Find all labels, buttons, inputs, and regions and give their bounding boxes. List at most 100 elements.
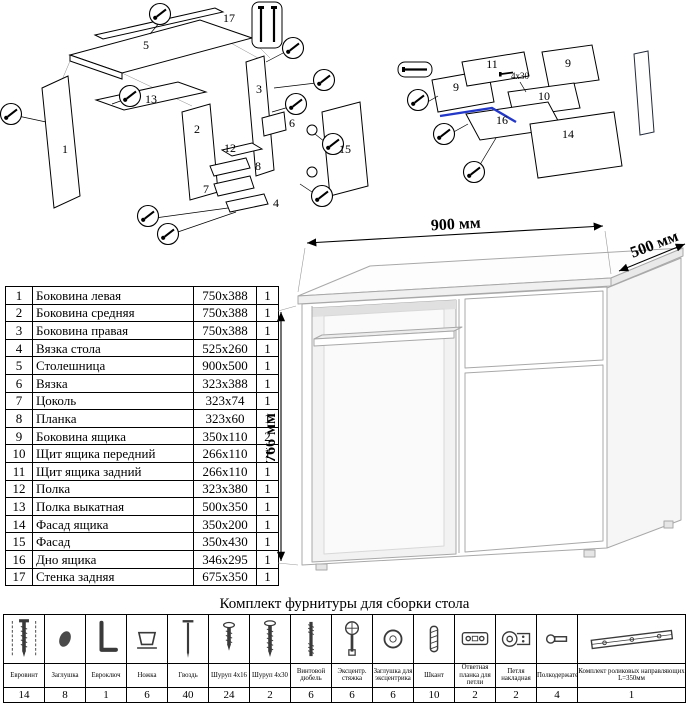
shelf-support-icon	[536, 614, 578, 664]
desk-foot	[315, 563, 328, 571]
desk-right-side	[606, 257, 682, 549]
part-number: 11	[5, 461, 33, 481]
part-number: 4	[5, 338, 33, 358]
drawer-back	[461, 51, 530, 87]
part-label: 4	[273, 196, 279, 210]
part-size: 350x200	[193, 514, 257, 534]
wood-dowel-icon	[413, 614, 455, 664]
height-extension-line	[277, 562, 299, 566]
part-number: 10	[5, 444, 33, 463]
height-dimension-label: 766 мм	[266, 413, 279, 463]
part-number: 6	[5, 373, 33, 393]
desk-body	[297, 247, 684, 571]
hardware-item-name: Заглушка	[44, 663, 86, 688]
part-label: 11	[486, 57, 498, 71]
plug-cap-icon	[44, 614, 86, 664]
panel-middle-side	[181, 103, 219, 201]
nail-icon	[167, 614, 209, 664]
part-name: Фасад	[32, 532, 194, 551]
width-dimension-label: 900 мм	[430, 215, 481, 235]
screw-4x30-icon	[249, 614, 291, 664]
screw-callout-icon	[462, 160, 486, 184]
door-hinge-mark	[306, 124, 318, 136]
part-name: Боковина ящика	[32, 426, 194, 446]
part-label: 5	[143, 38, 149, 52]
hardware-item-name: Эксцентр. стяжка	[331, 663, 373, 688]
part-label: 12	[224, 141, 236, 155]
part-label: 16	[496, 113, 508, 127]
screw-callout-icon	[284, 92, 308, 116]
hardware-item-qty: 6	[331, 686, 373, 703]
hardware-box	[251, 1, 283, 49]
screw-size-note: 4x30	[511, 71, 530, 81]
part-label: 6	[289, 116, 295, 130]
hardware-item-name: Винтовой дюбель	[290, 663, 332, 688]
part-number: 14	[5, 514, 33, 534]
part-name: Планка	[32, 409, 194, 428]
screw-callout-icon	[281, 36, 305, 60]
knee-back-panel	[323, 308, 445, 555]
part-number: 3	[5, 321, 33, 340]
part-size: 900x500	[193, 356, 257, 375]
screw-4x16-icon	[208, 614, 250, 664]
hardware-item-qty: 2	[495, 686, 537, 703]
hex-key-icon	[85, 614, 127, 664]
hardware-item-qty: 24	[208, 686, 250, 703]
hardware-item-qty: 14	[3, 686, 45, 703]
drawer-front	[464, 290, 604, 369]
screw-callout-icon	[310, 184, 334, 208]
part-qty: 1	[256, 567, 279, 587]
desk-foot	[663, 520, 674, 529]
screw-callout-icon	[118, 84, 142, 108]
part-name: Фасад ящика	[32, 514, 194, 534]
hardware-box-screws	[258, 6, 277, 42]
dimensions	[276, 222, 686, 566]
overlay-hinge-icon	[495, 614, 537, 664]
part-label: 9	[453, 80, 459, 94]
part-name: Вязка	[32, 373, 194, 393]
part-name: Полка	[32, 479, 194, 499]
hardware-item-qty: 2	[454, 686, 496, 703]
part-name: Дно ящика	[32, 549, 194, 569]
part-number-labels: 11 9 9 10 16 14 4x30	[453, 56, 574, 141]
part-number: 13	[5, 497, 33, 516]
part-label: 15	[339, 142, 351, 156]
part-size: 266x110	[193, 444, 257, 463]
part-label: 2	[194, 122, 200, 136]
desk-panels	[41, 1, 369, 213]
part-number: 15	[5, 532, 33, 551]
screw-callout-icon	[0, 102, 23, 126]
screw-callout-icon	[406, 88, 430, 112]
note-screw-glyph	[499, 71, 527, 93]
confirmat-screw-icon	[3, 614, 45, 664]
desk-foot	[583, 549, 596, 558]
hardware-item-qty: 2	[249, 686, 291, 703]
panel-tabletop-edge	[69, 54, 123, 80]
part-number: 17	[5, 567, 33, 587]
hardware-item-name: Евровинт	[3, 663, 45, 688]
part-label: 14	[562, 127, 574, 141]
hardware-item-name: Заглушка для эксцентрика	[372, 663, 414, 688]
height-extension-line	[277, 305, 297, 312]
part-size: 266x110	[193, 461, 257, 481]
dowel-screw-icon	[290, 614, 332, 664]
panel-shelf	[220, 142, 264, 157]
part-label: 9	[565, 56, 571, 70]
hardware-item-qty: 10	[413, 686, 455, 703]
part-size: 350x430	[193, 532, 257, 551]
door-hinge-mark	[306, 166, 318, 178]
